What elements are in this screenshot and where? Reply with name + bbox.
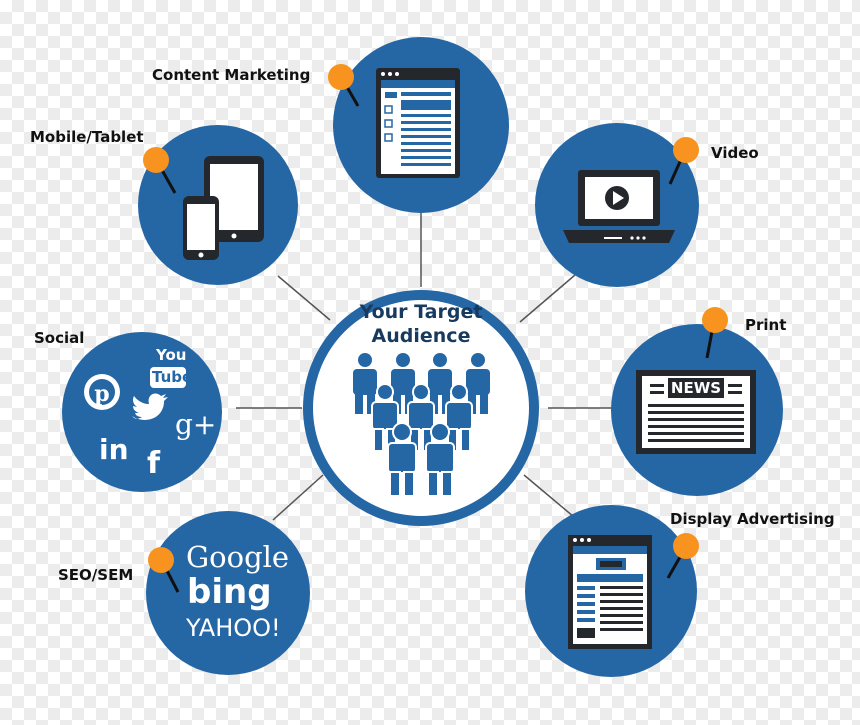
node-mobile-tablet: [138, 125, 298, 285]
yahoo-logo: YAHOO!: [186, 614, 281, 642]
news-banner: NEWS: [670, 379, 722, 397]
center-audience-node: [303, 290, 539, 526]
center-title: Your Target Audience: [316, 300, 526, 348]
pinterest-icon: p: [84, 374, 120, 410]
people-group-icon: [353, 353, 490, 497]
label-video: Video: [711, 144, 759, 162]
label-print: Print: [745, 316, 787, 334]
pin-icon: [668, 137, 699, 185]
node-display-advertising: [525, 505, 699, 677]
center-title-line2: Audience: [371, 325, 471, 347]
youtube-tube-text: Tube: [152, 368, 193, 386]
laptop-play-icon: [563, 170, 675, 243]
node-content-marketing: [328, 37, 509, 213]
label-social: Social: [34, 329, 85, 347]
label-content-marketing: Content Marketing: [152, 66, 311, 84]
pin-icon: [702, 307, 728, 359]
google-plus-icon: g+: [175, 408, 217, 441]
ad-webpage-icon: [568, 535, 652, 649]
youtube-you-text: You: [156, 346, 187, 364]
webpage-icon: [376, 68, 460, 178]
pin-icon: [143, 147, 177, 194]
label-mobile-tablet: Mobile/Tablet: [30, 128, 144, 146]
label-seo-sem: SEO/SEM: [58, 566, 134, 584]
youtube-icon: [150, 367, 186, 388]
devices-icon: [183, 156, 264, 260]
node-seo-sem: [146, 511, 310, 675]
google-logo: Google: [186, 540, 290, 574]
pin-icon: [328, 64, 360, 107]
pin-icon: [148, 547, 180, 593]
label-display-advertising: Display Advertising: [670, 510, 835, 528]
node-print: [611, 307, 783, 496]
svg-text:p: p: [94, 381, 109, 407]
connector-lines: [236, 212, 612, 523]
center-title-line1: Your Target: [359, 301, 483, 323]
newspaper-icon: [636, 370, 756, 454]
facebook-icon: f: [147, 446, 161, 481]
twitter-icon: [132, 393, 168, 420]
node-social: p: [62, 332, 222, 492]
bing-logo: bing: [187, 572, 272, 612]
node-video: [535, 123, 699, 287]
linkedin-icon: in: [99, 433, 129, 466]
pin-icon: [666, 533, 699, 579]
